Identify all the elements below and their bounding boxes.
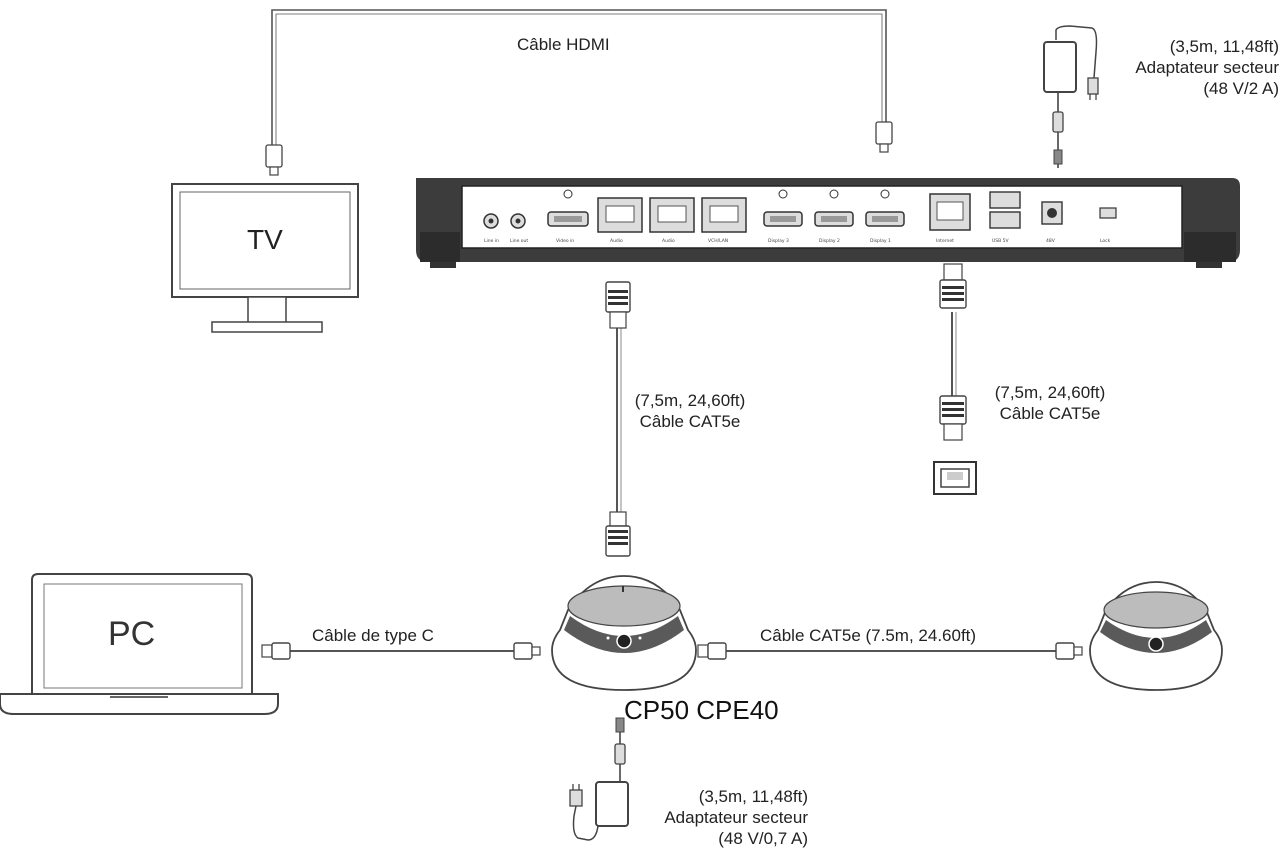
port-label: 48V — [1046, 238, 1056, 244]
cat5e-expansion-cable — [697, 642, 1083, 660]
cat5e-cable-left — [605, 281, 631, 557]
hdmi-plug-tv — [265, 144, 283, 176]
bottom-adapter-length: (3,5m, 11,48ft) — [698, 787, 808, 806]
port-label: VCH/LAN — [708, 238, 728, 244]
top-adapter-label: (3,5m, 11,48ft) Adaptateur secteur (48 V… — [1135, 36, 1279, 99]
port-label: Display 3 — [768, 238, 789, 244]
port-labels: Line in Line out Video in Audio Audio VC… — [484, 238, 1111, 244]
laptop-icon — [0, 573, 279, 715]
cat5e-expansion-label: Câble CAT5e (7.5m, 24.60ft) — [760, 626, 977, 645]
bottom-adapter-name: Adaptateur secteur — [664, 808, 808, 827]
port-label: Audio — [610, 238, 623, 244]
bottom-adapter-rating: (48 V/0,7 A) — [718, 829, 808, 848]
port-label: Line out — [510, 238, 528, 244]
port-label: Display 1 — [870, 238, 891, 244]
cat5e-right-length: (7,5m, 24,60ft) — [994, 383, 1106, 402]
hdmi-plug-hub — [875, 121, 893, 153]
port-label: Lock — [1100, 238, 1111, 244]
cat5e-left-label: (7,5m, 24,60ft) Câble CAT5e — [600, 390, 780, 432]
hdmi-cable-label: Câble HDMI — [517, 35, 610, 54]
wall-ethernet-jack — [933, 461, 977, 495]
bottom-power-adapter — [569, 717, 629, 841]
cpe40-expansion-mic — [1089, 581, 1223, 691]
top-adapter-rating: (48 V/2 A) — [1203, 79, 1279, 98]
port-label: Display 2 — [819, 238, 840, 244]
bottom-adapter-label: (3,5m, 11,48ft) Adaptateur secteur (48 V… — [664, 786, 808, 849]
hdmi-cable — [271, 9, 887, 145]
cat5e-left-name: Câble CAT5e — [639, 412, 741, 431]
port-label: Internet — [936, 238, 954, 244]
cat5e-cable-right — [939, 263, 967, 441]
cat5e-left-length: (7,5m, 24,60ft) — [634, 391, 746, 410]
typec-cable-label: Câble de type C — [312, 626, 434, 645]
top-adapter-name: Adaptateur secteur — [1135, 58, 1279, 77]
port-label: Video in — [556, 238, 574, 244]
port-label: USB 5V — [992, 238, 1010, 244]
cat5e-right-label: (7,5m, 24,60ft) Câble CAT5e — [962, 382, 1138, 424]
hub-device: Line in Line out Video in Audio Audio VC… — [416, 178, 1240, 268]
top-adapter-length: (3,5m, 11,48ft) — [1169, 37, 1279, 56]
tv-icon — [171, 183, 359, 333]
typec-cable — [261, 642, 541, 660]
port-label: Line in — [484, 238, 499, 244]
model-label: CP50 CPE40 — [624, 695, 779, 725]
cat5e-right-name: Câble CAT5e — [999, 404, 1101, 423]
cp50-speakerphone — [551, 575, 697, 691]
port-label: Audio — [662, 238, 675, 244]
pc-label: PC — [108, 615, 156, 653]
top-power-adapter — [1043, 25, 1099, 168]
tv-label: TV — [247, 224, 283, 255]
